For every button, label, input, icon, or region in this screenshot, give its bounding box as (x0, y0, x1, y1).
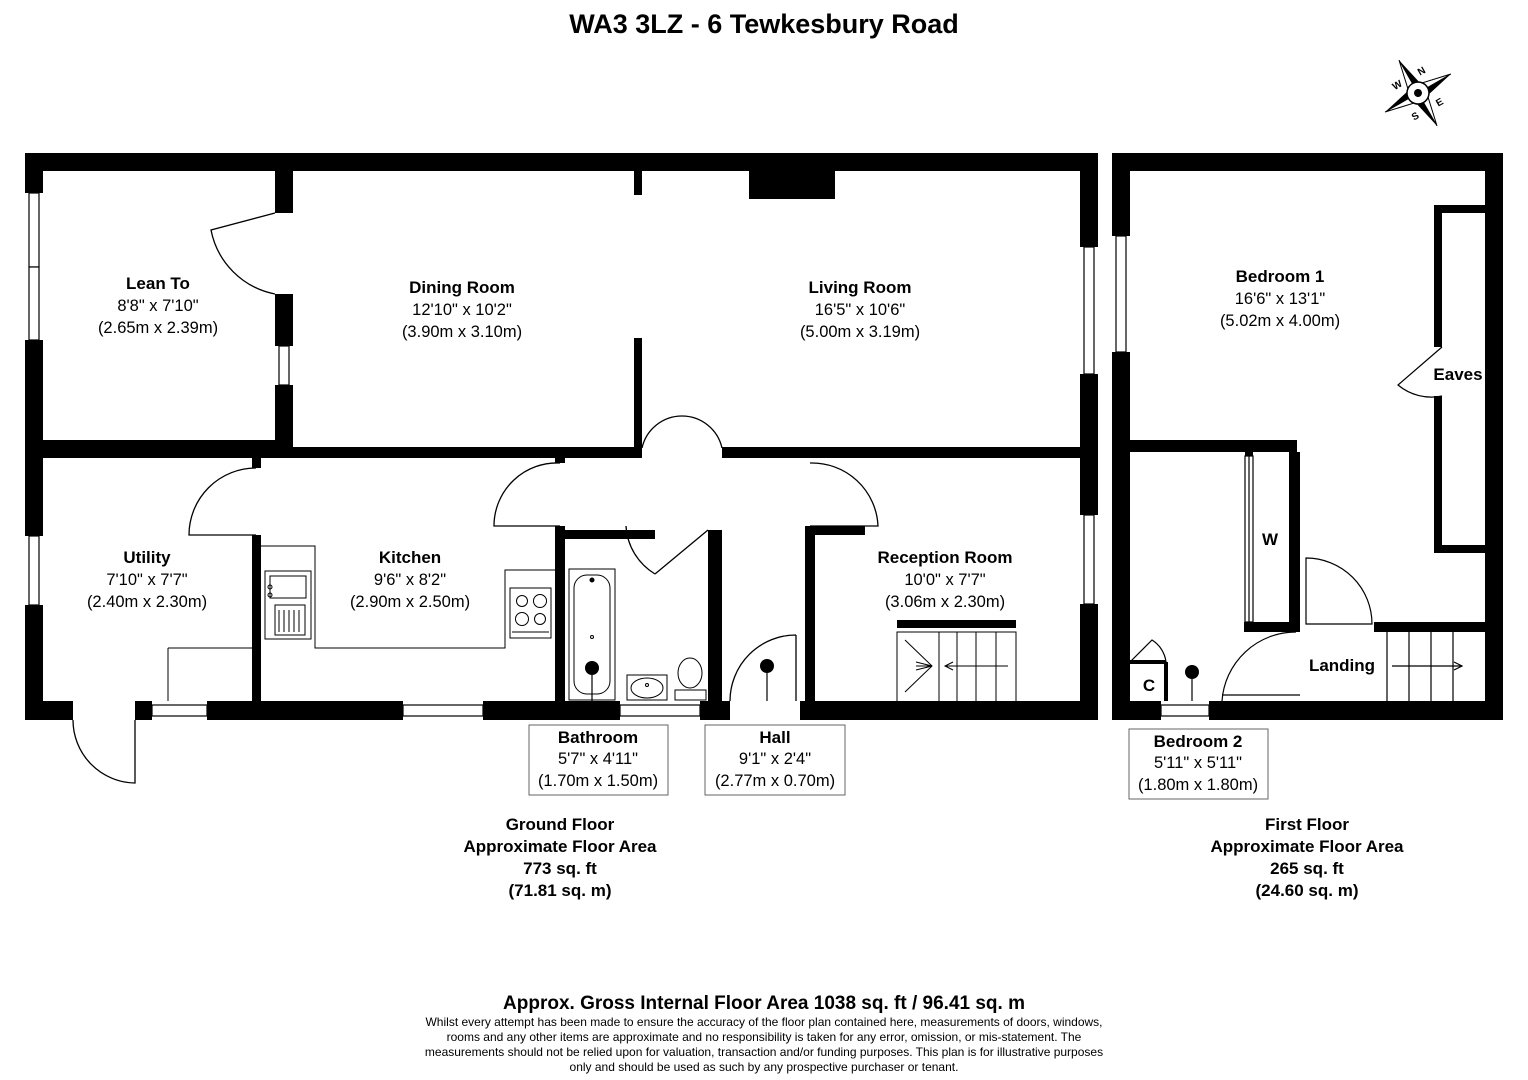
first-floor-walls (1112, 153, 1503, 720)
room-label-dining-room: Dining Room 12'10" x 10'2" (3.90m x 3.10… (402, 278, 522, 341)
compass-s-label: S (1410, 110, 1422, 123)
ground-floor-doors (72, 212, 879, 784)
room-name: Hall (759, 728, 790, 747)
room-label-bedroom-1: Bedroom 1 16'6" x 13'1" (5.02m x 4.00m) (1220, 267, 1340, 330)
floor-area-sqm: (24.60 sq. m) (1256, 881, 1359, 900)
room-name: Dining Room (409, 278, 515, 297)
kitchen-fittings (167, 545, 555, 701)
room-label-cupboard: C (1143, 676, 1155, 695)
room-name: Utility (123, 548, 171, 567)
room-dimensions-imperial: 5'7" x 4'11" (558, 750, 638, 768)
first-floor-fittings (1129, 346, 1464, 702)
floor-area-sqft: 773 sq. ft (523, 859, 597, 878)
hall-meter-icon (760, 659, 774, 673)
room-name: Bedroom 1 (1236, 267, 1325, 286)
floor-name: First Floor (1265, 815, 1349, 834)
room-label-bathroom: Bathroom 5'7" x 4'11" (1.70m x 1.50m) (528, 724, 669, 796)
room-dimensions-metric: (3.06m x 2.30m) (885, 593, 1005, 611)
room-dimensions-imperial: 5'11" x 5'11" (1154, 754, 1242, 772)
room-label-living-room: Living Room 16'5" x 10'6" (5.00m x 3.19m… (800, 278, 920, 341)
room-dimensions-imperial: 9'1" x 2'4" (739, 750, 811, 768)
room-name: Lean To (126, 274, 190, 293)
room-name: Reception Room (877, 548, 1012, 567)
room-name: Kitchen (379, 548, 441, 567)
room-dimensions-imperial: 7'10" x 7'7" (106, 571, 187, 589)
room-label-utility: Utility 7'10" x 7'7" (2.40m x 2.30m) (87, 548, 207, 611)
compass-e-label: E (1434, 96, 1446, 109)
room-dimensions-metric: (2.40m x 2.30m) (87, 593, 207, 611)
floor-name: Ground Floor (506, 815, 615, 834)
room-label-kitchen: Kitchen 9'6" x 8'2" (2.90m x 2.50m) (350, 548, 470, 611)
room-dimensions-imperial: 9'6" x 8'2" (374, 571, 446, 589)
ground-floor-area: Ground Floor Approximate Floor Area 773 … (463, 815, 657, 900)
room-dimensions-metric: (5.02m x 4.00m) (1220, 312, 1340, 330)
compass-icon: N E S W (1384, 59, 1452, 127)
disclaimer-line: Whilst every attempt has been made to en… (425, 1015, 1102, 1029)
first-floor-windows (1115, 235, 1210, 717)
room-dimensions-metric: (3.90m x 3.10m) (402, 323, 522, 341)
floor-area-label: Approximate Floor Area (463, 837, 657, 856)
room-dimensions-metric: (2.90m x 2.50m) (350, 593, 470, 611)
room-dimensions-metric: (5.00m x 3.19m) (800, 323, 920, 341)
gross-floor-area: Approx. Gross Internal Floor Area 1038 s… (503, 993, 1025, 1014)
room-dimensions-metric: (2.77m x 0.70m) (715, 772, 835, 790)
ground-floor-walls (25, 153, 1098, 720)
room-dimensions-imperial: 8'8" x 7'10" (117, 297, 198, 315)
landing-meter-icon (1185, 665, 1199, 679)
page-title: WA3 3LZ - 6 Tewkesbury Road (569, 9, 959, 39)
compass-n-label: N (1416, 65, 1428, 78)
floor-area-sqft: 265 sq. ft (1270, 859, 1344, 878)
disclaimer-line: rooms and any other items are approximat… (447, 1030, 1082, 1044)
ground-floor-stairs (896, 620, 1017, 701)
floor-area-sqm: (71.81 sq. m) (509, 881, 612, 900)
disclaimer: Whilst every attempt has been made to en… (425, 1015, 1103, 1074)
compass-w-label: W (1391, 78, 1405, 93)
bathroom-meter-icon (585, 661, 599, 675)
room-label-hall: Hall 9'1" x 2'4" (2.77m x 0.70m) (704, 724, 846, 796)
room-dimensions-metric: (2.65m x 2.39m) (98, 319, 218, 337)
room-dimensions-metric: (1.70m x 1.50m) (538, 772, 658, 790)
room-name: Bathroom (558, 728, 638, 747)
room-label-reception-room: Reception Room 10'0" x 7'7" (3.06m x 2.3… (877, 548, 1012, 611)
room-dimensions-imperial: 12'10" x 10'2" (412, 301, 512, 319)
room-label-landing: Landing (1309, 656, 1375, 675)
room-dimensions-imperial: 16'5" x 10'6" (815, 301, 906, 319)
room-name: Bedroom 2 (1154, 732, 1243, 751)
room-label-eaves: Eaves (1433, 365, 1482, 384)
room-dimensions-imperial: 16'6" x 13'1" (1235, 290, 1326, 308)
room-label-bedroom-2: Bedroom 2 5'11" x 5'11" (1.80m x 1.80m) (1128, 728, 1269, 800)
room-dimensions-imperial: 10'0" x 7'7" (904, 571, 985, 589)
floor-area-label: Approximate Floor Area (1210, 837, 1404, 856)
first-floor-area: First Floor Approximate Floor Area 265 s… (1210, 815, 1404, 900)
room-name: Living Room (809, 278, 912, 297)
room-label-wardrobe: W (1262, 530, 1279, 549)
room-label-lean-to: Lean To 8'8" x 7'10" (2.65m x 2.39m) (98, 274, 218, 337)
room-dimensions-metric: (1.80m x 1.80m) (1138, 776, 1258, 794)
disclaimer-line: only and should be used as such by any p… (570, 1060, 959, 1074)
ground-floor-windows (28, 192, 1095, 717)
bathroom-fittings (568, 568, 707, 701)
disclaimer-line: measurements should not be relied upon f… (425, 1045, 1103, 1059)
